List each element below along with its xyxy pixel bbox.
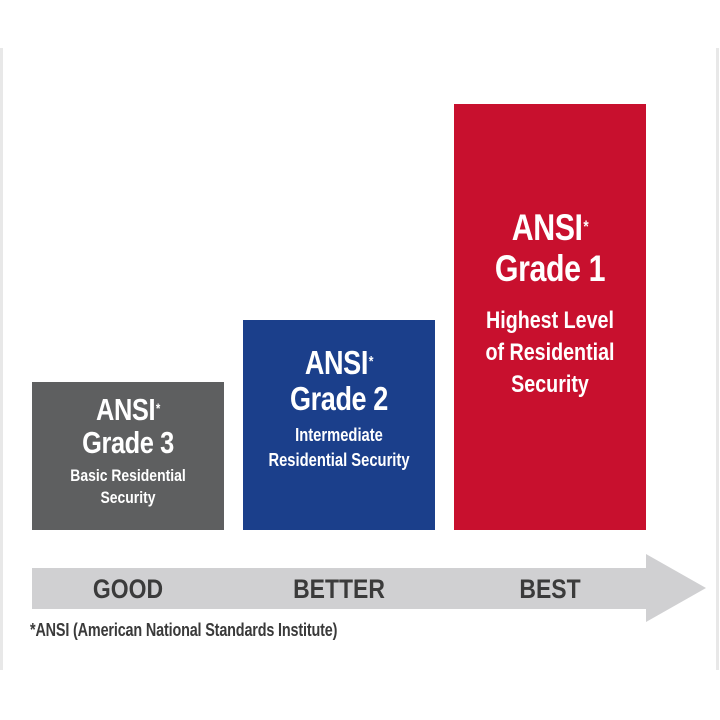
progression-arrow xyxy=(32,554,708,622)
rank-label-good: GOOD xyxy=(92,574,164,604)
bar-grade-1-desc-line1: Highest Level xyxy=(486,307,614,334)
asterisk-mark: * xyxy=(583,217,589,237)
bar-grade-2-desc-line2: Residential Security xyxy=(268,450,410,470)
bar-grade-3-title: Grade 3 xyxy=(82,425,174,460)
bar-grade-3: ANSI* Grade 3 Basic Residential Security xyxy=(32,382,224,530)
bar-grade-3-desc-line2: Security xyxy=(100,488,156,507)
bar-grade-3-ansi: ANSI* xyxy=(96,392,160,427)
asterisk-mark: * xyxy=(368,354,374,371)
asterisk-mark: * xyxy=(155,400,160,417)
bar-grade-2: ANSI* Grade 2 Intermediate Residential S… xyxy=(243,320,435,530)
bar-grade-2-title: Grade 2 xyxy=(290,380,388,417)
bar-grade-1-desc-line2: of Residential xyxy=(485,339,615,366)
rank-label-best: BEST xyxy=(519,574,581,604)
frame-left-border xyxy=(0,48,3,670)
bar-grade-1-ansi: ANSI* xyxy=(511,207,589,248)
bar-grade-1-title: Grade 1 xyxy=(494,248,606,289)
bar-grade-2-desc-line1: Intermediate xyxy=(295,425,383,445)
footnote: *ANSI (American National Standards Insti… xyxy=(30,620,338,640)
bar-grade-1: ANSI* Grade 1 Highest Level of Residenti… xyxy=(454,104,646,530)
bar-grade-2-ansi: ANSI* xyxy=(304,344,374,381)
rank-label-better: BETTER xyxy=(293,574,385,604)
frame-right-border xyxy=(716,48,719,670)
arrow-right-icon xyxy=(32,554,706,622)
bar-grade-3-desc-line1: Basic Residential xyxy=(70,466,186,485)
bar-grade-1-desc-line3: Security xyxy=(511,371,589,398)
